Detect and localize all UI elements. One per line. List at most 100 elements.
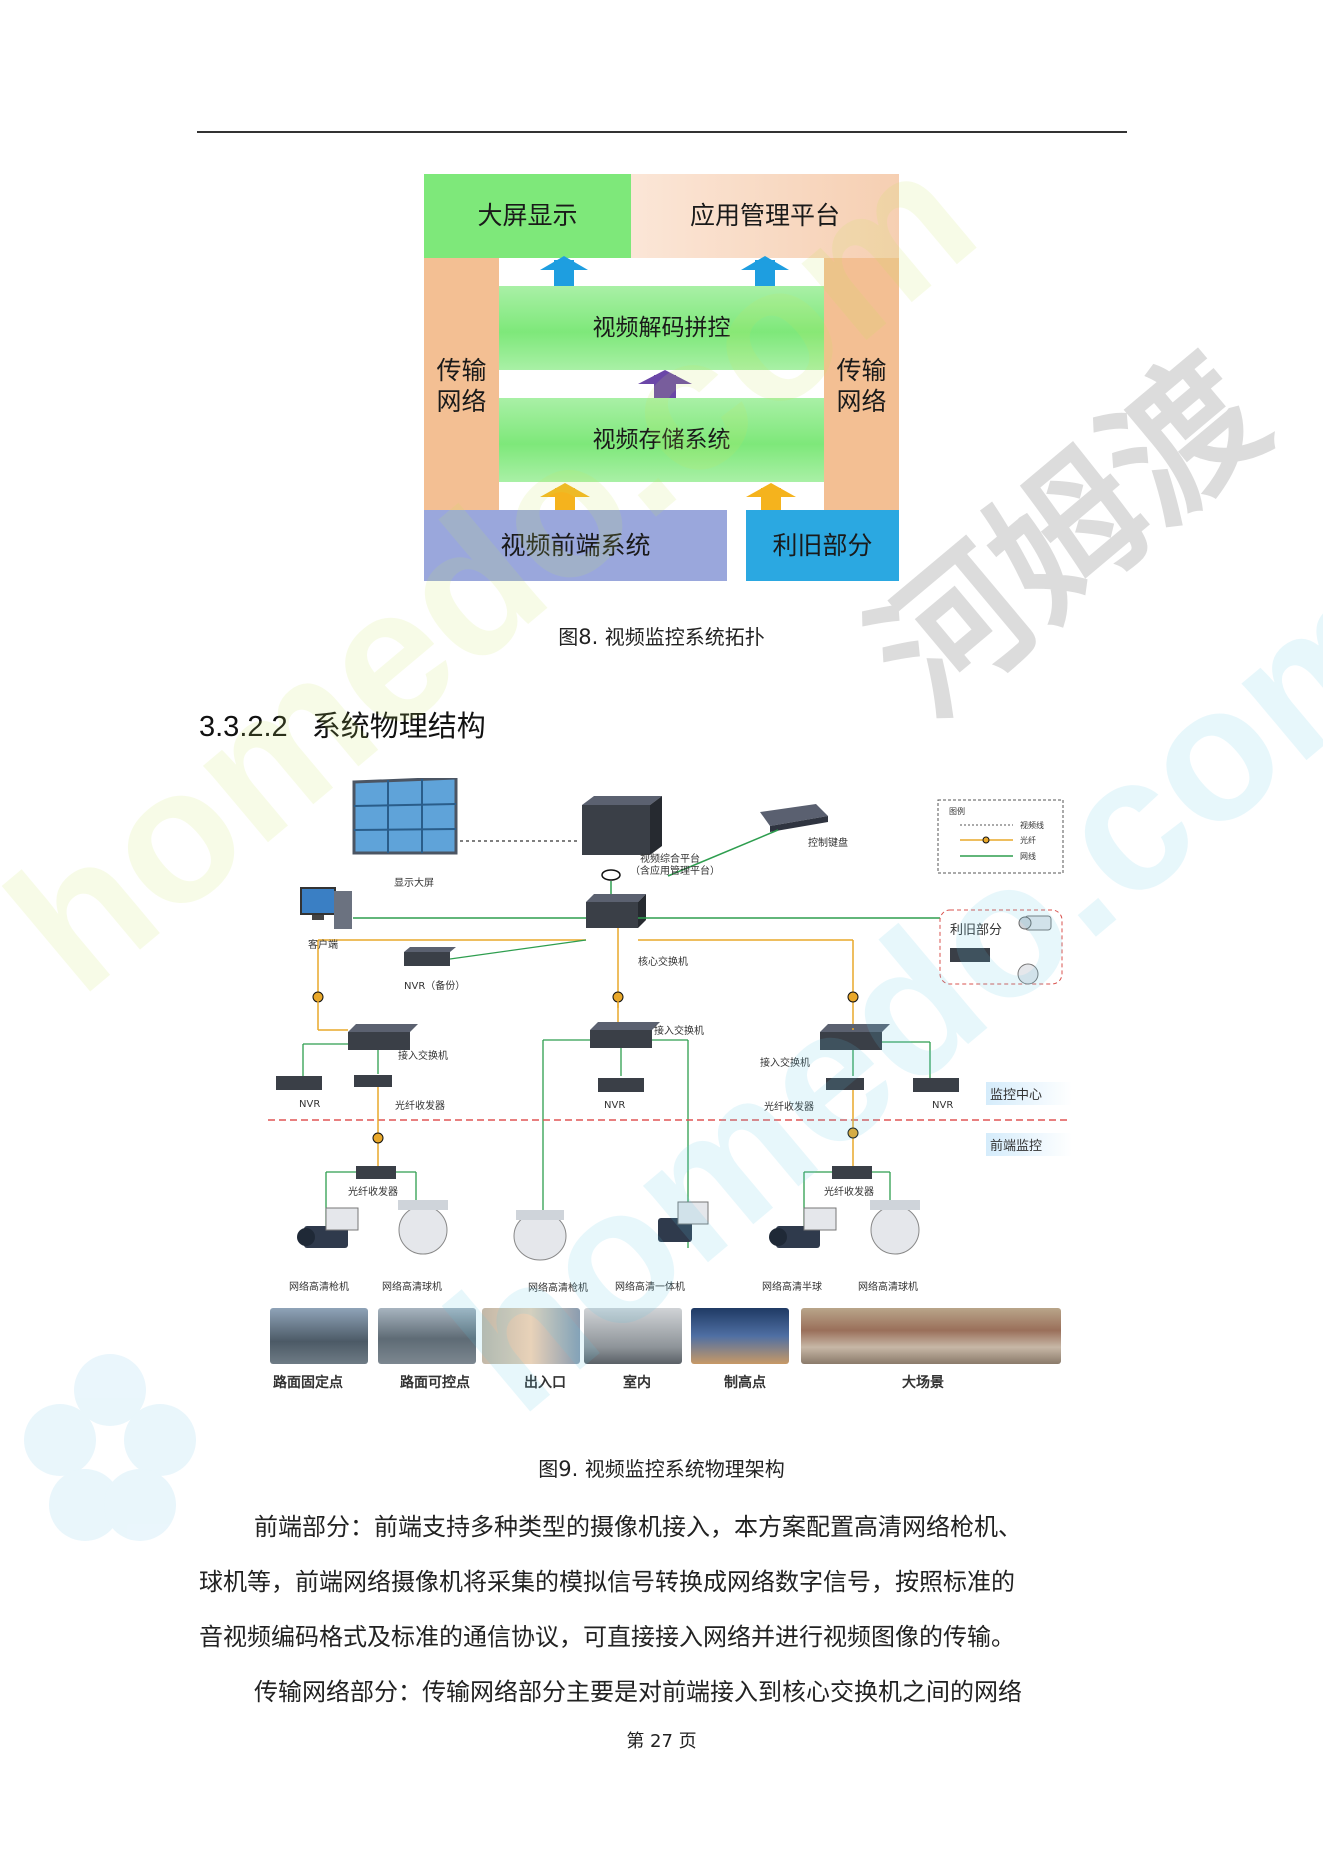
label-cam-half-dome: 网络高清半球 bbox=[762, 1282, 822, 1293]
label-nvr-mid: NVR bbox=[604, 1100, 626, 1111]
caption-number: 8. bbox=[578, 625, 599, 649]
scene-photo bbox=[270, 1308, 368, 1364]
header-rule bbox=[197, 131, 1127, 133]
dome-camera-icon bbox=[870, 1200, 920, 1255]
label-cam-bullet-2: 网络高清枪机 bbox=[528, 1283, 588, 1294]
arrow-up-icon bbox=[638, 370, 692, 398]
paragraph-line: 音视频编码格式及标准的通信协议，可直接接入网络并进行视频图像的传输。 bbox=[199, 1623, 1015, 1651]
arrow-up-icon bbox=[746, 483, 796, 510]
nvr-icon bbox=[913, 1078, 959, 1092]
scene-photo bbox=[801, 1308, 1061, 1364]
caption-prefix: 图 bbox=[538, 1457, 559, 1481]
caption-text: 视频监控系统拓扑 bbox=[604, 625, 765, 649]
label-platform: 视频综合平台 bbox=[640, 854, 700, 865]
access-switch-icon bbox=[820, 1024, 890, 1050]
label-cam-dome-2: 网络高清球机 bbox=[858, 1282, 918, 1293]
scene-photo bbox=[691, 1308, 789, 1364]
photo-label: 室内 bbox=[623, 1375, 651, 1391]
label-legend-net: 网线 bbox=[1020, 852, 1036, 861]
block-decode: 视频解码拼控 bbox=[499, 286, 824, 370]
keyboard-icon bbox=[760, 804, 828, 832]
label-access-left: 接入交换机 bbox=[398, 1051, 448, 1062]
paragraph-line: 传输网络部分：传输网络部分主要是对前端接入到核心交换机之间的网络 bbox=[254, 1678, 1022, 1706]
fiber-transceiver-icon bbox=[356, 1166, 396, 1179]
label-nvr-backup: NVR（备份） bbox=[404, 981, 466, 992]
fiber-transceiver-icon bbox=[826, 1078, 864, 1090]
label-monitor-center: 监控中心 bbox=[986, 1082, 1072, 1105]
scene-photo bbox=[482, 1308, 580, 1364]
paragraph-line: 前端部分：前端支持多种类型的摄像机接入，本方案配置高清网络枪机、 bbox=[254, 1513, 1022, 1541]
label-platform-sub: （含应用管理平台） bbox=[630, 866, 720, 877]
label-access-right: 接入交换机 bbox=[760, 1058, 810, 1069]
arrow-up-icon bbox=[741, 256, 789, 286]
label-client: 客户端 bbox=[308, 940, 338, 951]
label-fiber-front-left: 光纤收发器 bbox=[348, 1187, 398, 1198]
client-pc-icon bbox=[300, 887, 352, 929]
network-lines bbox=[268, 778, 1068, 1261]
block-app-platform: 应用管理平台 bbox=[631, 174, 899, 258]
block-storage: 视频存储系统 bbox=[499, 398, 824, 482]
photo-label: 制高点 bbox=[724, 1375, 766, 1391]
block-legacy: 利旧部分 bbox=[746, 510, 899, 581]
arrow-up-icon bbox=[540, 483, 590, 510]
nvr-icon bbox=[276, 1076, 322, 1090]
caption-prefix: 图 bbox=[558, 625, 579, 649]
core-switch-icon bbox=[586, 894, 646, 928]
label-display-wall: 显示大屏 bbox=[394, 878, 434, 889]
dome-camera-icon bbox=[398, 1200, 448, 1255]
label-cam-dome-1: 网络高清球机 bbox=[382, 1282, 442, 1293]
photo-label: 出入口 bbox=[524, 1375, 566, 1391]
topology-diagram: 大屏显示 应用管理平台 传输 网络 传输 网络 视频解码拼控 视频存储系统 视频… bbox=[424, 174, 899, 581]
display-wall-icon bbox=[352, 778, 458, 855]
label-legend-title: 图例 bbox=[949, 807, 965, 816]
label-legend-fiber: 光纤 bbox=[1020, 836, 1036, 845]
fiber-transceiver-icon bbox=[832, 1166, 872, 1179]
label-fiber-front-right: 光纤收发器 bbox=[824, 1187, 874, 1198]
scene-photo bbox=[584, 1308, 682, 1364]
section-number: 3.3.2.2 bbox=[199, 711, 288, 743]
block-transmission-right: 传输 网络 bbox=[824, 258, 899, 514]
label-fiber-left: 光纤收发器 bbox=[395, 1101, 445, 1112]
watermark-text: 河姆渡 bbox=[841, 325, 1298, 748]
section-heading: 3.3.2.2 系统物理结构 bbox=[199, 703, 486, 745]
section-title: 系统物理结构 bbox=[311, 709, 486, 743]
nvr-backup-icon bbox=[404, 947, 456, 966]
arrow-up-icon bbox=[540, 256, 588, 286]
label-access-mid: 接入交换机 bbox=[654, 1026, 704, 1037]
scene-photo bbox=[378, 1308, 476, 1364]
label-front-monitor: 前端监控 bbox=[986, 1133, 1072, 1156]
block-transmission-left: 传输 网络 bbox=[424, 258, 499, 514]
photo-label: 路面可控点 bbox=[400, 1375, 470, 1391]
figure-8-caption: 图8. 视频监控系统拓扑 bbox=[0, 621, 1323, 650]
figure-9-caption: 图9. 视频监控系统物理架构 bbox=[0, 1453, 1323, 1482]
half-dome-camera-icon bbox=[769, 1207, 837, 1248]
photo-label: 大场景 bbox=[902, 1375, 944, 1391]
access-switch-icon bbox=[590, 1022, 660, 1048]
label-keyboard: 控制键盘 bbox=[808, 838, 848, 849]
integrated-camera-icon bbox=[658, 1201, 709, 1242]
access-switch-icon bbox=[348, 1024, 418, 1050]
platform-server-icon bbox=[582, 796, 662, 855]
arrows-layer bbox=[540, 256, 796, 510]
label-fiber-right: 光纤收发器 bbox=[764, 1102, 814, 1113]
block-frontend: 视频前端系统 bbox=[424, 510, 727, 581]
block-big-screen: 大屏显示 bbox=[424, 174, 631, 258]
label-cam-bullet-1: 网络高清枪机 bbox=[289, 1282, 349, 1293]
label-legend-video: 视频线 bbox=[1020, 821, 1044, 830]
photo-label: 路面固定点 bbox=[273, 1375, 343, 1391]
bullet-camera-icon bbox=[297, 1207, 359, 1248]
caption-number: 9. bbox=[558, 1457, 579, 1481]
body-paragraph: 前端部分：前端支持多种类型的摄像机接入，本方案配置高清网络枪机、 球机等，前端网… bbox=[199, 1500, 1129, 1720]
label-nvr-right: NVR bbox=[932, 1100, 954, 1111]
label-nvr-left: NVR bbox=[299, 1099, 321, 1110]
page-number: 第 27 页 bbox=[626, 1731, 697, 1752]
label-core-switch: 核心交换机 bbox=[638, 957, 688, 968]
label-legacy: 利旧部分 bbox=[950, 923, 1003, 938]
nvr-icon bbox=[598, 1078, 644, 1092]
caption-text: 视频监控系统物理架构 bbox=[584, 1457, 785, 1481]
flower-logo-icon bbox=[24, 1354, 196, 1541]
paragraph-line: 球机等，前端网络摄像机将采集的模拟信号转换成网络数字信号，按照标准的 bbox=[199, 1568, 1015, 1596]
fiber-transceiver-icon bbox=[354, 1075, 392, 1087]
physical-architecture-diagram: 显示大屏 视频综合平台 （含应用管理平台） 控制键盘 图例 视频线 光纤 网线 … bbox=[268, 778, 1072, 1391]
bullet-camera-icon bbox=[513, 1210, 567, 1261]
